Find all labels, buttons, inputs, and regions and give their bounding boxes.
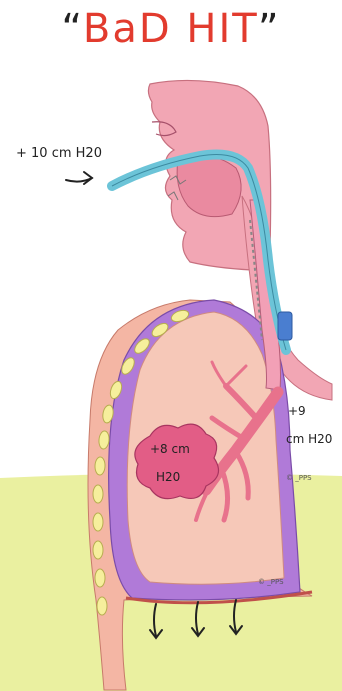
trachea-pressure-label-line2: cm H20 <box>286 432 332 446</box>
signature-bottom: © _PPS <box>258 578 284 586</box>
signature-top: © _PPS <box>286 474 312 482</box>
airway-pressure-label: + 10 cm H20 <box>16 146 102 161</box>
lesion-pressure-label-line1: +8 cm <box>150 442 190 456</box>
arrow-right-icon <box>66 172 92 184</box>
lesion-pressure-label-line2: H20 <box>156 470 180 484</box>
tube-cuff <box>278 312 292 340</box>
trachea-pressure-label-line1: +9 <box>288 404 306 418</box>
